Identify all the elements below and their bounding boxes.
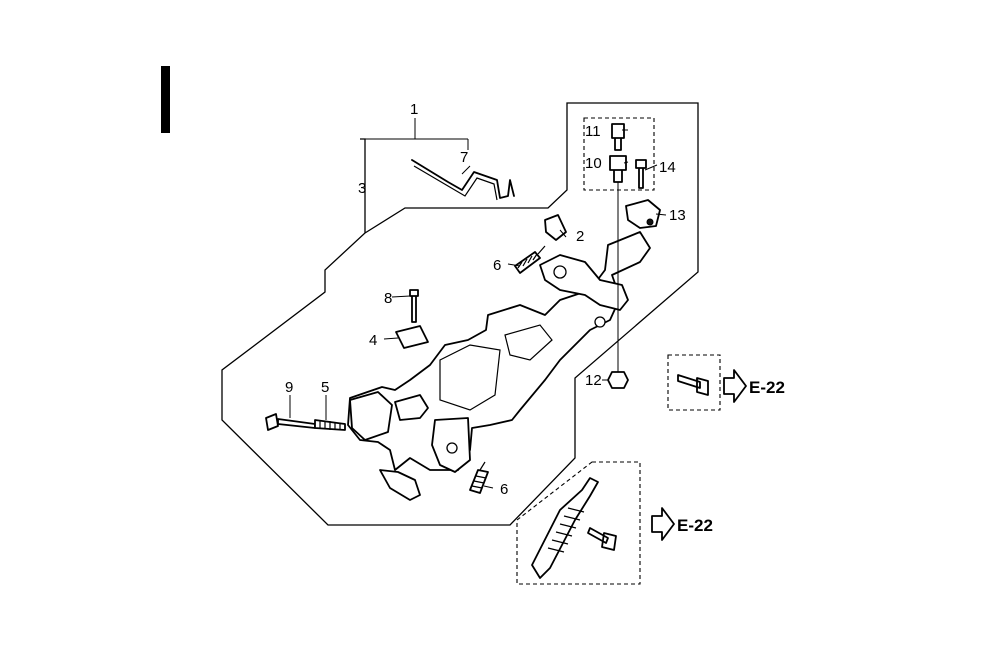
plate-hole-1 [594, 316, 606, 328]
ref-bolt-upper [677, 374, 709, 396]
ref-spring-lower [531, 477, 599, 579]
callout-7: 7 [460, 149, 468, 166]
choke-lever [379, 469, 421, 501]
callout-9: 9 [285, 379, 293, 396]
callout-14: 14 [659, 159, 676, 176]
clip-pin [646, 218, 654, 226]
screw-14 [635, 159, 647, 189]
callout-12: 12 [585, 372, 602, 389]
reference-label-lower[interactable]: E-22 [677, 516, 713, 535]
ref-arrow-upper [723, 369, 747, 403]
callout-5: 5 [321, 379, 329, 396]
callout-6-lower: 6 [500, 481, 508, 498]
arm-hole-1 [553, 265, 567, 279]
section-marker-bar [161, 66, 170, 133]
reference-box-lower [516, 461, 641, 585]
governor-spring-upper [514, 251, 541, 274]
callout-2: 2 [576, 228, 584, 245]
callout-11: 11 [585, 123, 601, 140]
nut-12 [607, 371, 629, 389]
callout-1: 1 [410, 101, 418, 118]
reference-box-upper [667, 354, 721, 411]
throttle-rod-part [411, 159, 515, 199]
fastener-10 [609, 155, 627, 183]
callout-4: 4 [369, 332, 377, 349]
callout-6-upper: 6 [493, 257, 501, 274]
stop-bracket [349, 391, 393, 441]
spring-lower-coils [471, 461, 487, 489]
callout-8: 8 [384, 290, 392, 307]
leader-lines [289, 129, 667, 489]
tab-hole [446, 442, 458, 454]
callout-13: 13 [669, 207, 686, 224]
ref-spring-coils [547, 507, 585, 553]
throttle-rod-outline [413, 165, 498, 201]
wire-clamp-part [395, 325, 429, 349]
ref-arrow-lower [651, 507, 675, 541]
screw-8 [409, 289, 419, 323]
fastener-group-box [583, 117, 655, 191]
switch-bracket [394, 394, 429, 421]
bracket-1-3 [365, 118, 469, 150]
assembly-boundary [221, 102, 699, 526]
reference-label-upper[interactable]: E-22 [749, 378, 785, 397]
fastener-11 [611, 123, 625, 151]
plate-inner-detail [439, 324, 553, 411]
ref-bolt-lower [587, 527, 617, 551]
cable-clip-part [625, 199, 661, 229]
callout-3: 3 [358, 180, 366, 197]
callout-10: 10 [585, 155, 602, 172]
cable-holder-part [544, 214, 567, 241]
spring-5-coils [319, 420, 341, 430]
spring-upper-coils [517, 245, 546, 269]
